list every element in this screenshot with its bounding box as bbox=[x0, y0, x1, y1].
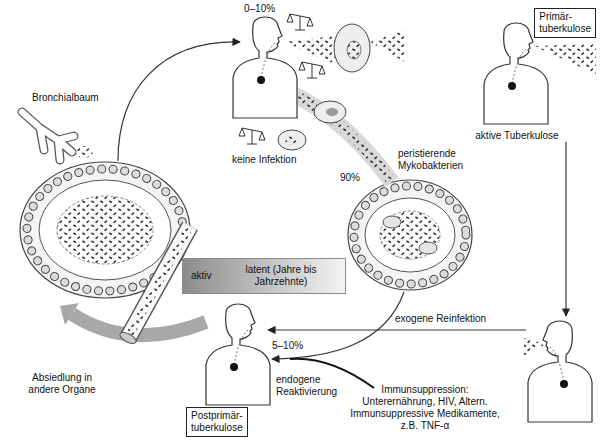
person-figure bbox=[233, 17, 297, 118]
blood-vessel bbox=[118, 226, 190, 346]
bacteria-cluster bbox=[57, 196, 153, 264]
bacteria-spray bbox=[534, 44, 596, 74]
structure-label: Bronchialbaum bbox=[32, 92, 122, 104]
granuloma-core bbox=[365, 198, 455, 272]
cell-ring bbox=[354, 186, 466, 284]
airway-lumen bbox=[22, 112, 74, 160]
balance-symbol bbox=[299, 62, 325, 78]
macrophage bbox=[383, 216, 401, 228]
stage-box: Postprimär- tuberkulose bbox=[186, 407, 248, 437]
bacteria-spray bbox=[284, 36, 335, 64]
spread-label: Absiedlung in andere Organe bbox=[22, 372, 102, 396]
macrophage bbox=[278, 130, 306, 150]
phase-label: aktiv bbox=[191, 270, 212, 282]
pathway-label: exogene Reinfektion bbox=[395, 313, 505, 325]
person-figure bbox=[528, 321, 592, 422]
granuloma-core bbox=[39, 180, 171, 280]
reinfection-arrow bbox=[268, 329, 526, 330]
cycle-arrow bbox=[118, 42, 240, 161]
bronchial-tree bbox=[22, 112, 93, 160]
person-figure bbox=[206, 304, 270, 405]
vessel-opening bbox=[118, 330, 138, 346]
balance-symbol bbox=[239, 128, 265, 144]
airway-outline bbox=[22, 112, 74, 160]
percentage-label: 0–10% bbox=[244, 3, 284, 15]
stage-label: aktive Tuberkulose bbox=[462, 130, 572, 142]
phase-label: latent (Jahre bis Jahrzehnte) bbox=[225, 264, 337, 288]
cell-nucleus bbox=[347, 41, 361, 59]
stage-box: Primär- tuberkulose bbox=[534, 8, 596, 38]
right-granuloma bbox=[348, 180, 472, 290]
macrophage bbox=[334, 24, 370, 72]
risk-factor-note: Immunsuppression: Unterernährung, HIV, A… bbox=[350, 384, 500, 432]
percentage-label: 5–10% bbox=[272, 340, 312, 352]
dissemination-arrowhead bbox=[60, 303, 79, 325]
bacteria-cluster bbox=[285, 135, 299, 145]
macrophage bbox=[314, 101, 346, 123]
cell-ring bbox=[354, 186, 466, 284]
progression-arrow bbox=[565, 142, 566, 316]
vessel-wall bbox=[128, 226, 190, 338]
bacteria-spray bbox=[370, 30, 405, 62]
vessel-bacteria bbox=[128, 226, 190, 338]
phase-band: aktiv latent (Jahre bis Jahrzehnte) bbox=[182, 258, 346, 294]
pathway-label: endogene Reaktivierung bbox=[276, 374, 348, 398]
outcome-label: keine Infektion bbox=[232, 154, 322, 166]
bacteria-spray bbox=[524, 338, 546, 356]
stage-title: Primär- tuberkulose bbox=[539, 11, 591, 35]
reactivation-arrow bbox=[272, 292, 404, 359]
percentage-label: 90% bbox=[340, 172, 370, 184]
bacteria-spray bbox=[75, 146, 93, 158]
granuloma-outline bbox=[348, 180, 472, 290]
bacteria-cluster bbox=[380, 211, 440, 259]
person-figure bbox=[484, 23, 548, 124]
macrophage bbox=[419, 242, 437, 254]
balance-symbol bbox=[287, 14, 313, 30]
stage-title: Postprimär- tuberkulose bbox=[191, 410, 243, 434]
vessel-lumen bbox=[128, 226, 190, 338]
bacteria-label: peristierende Mykobakterien bbox=[398, 148, 478, 172]
cell-nucleus bbox=[326, 108, 338, 116]
